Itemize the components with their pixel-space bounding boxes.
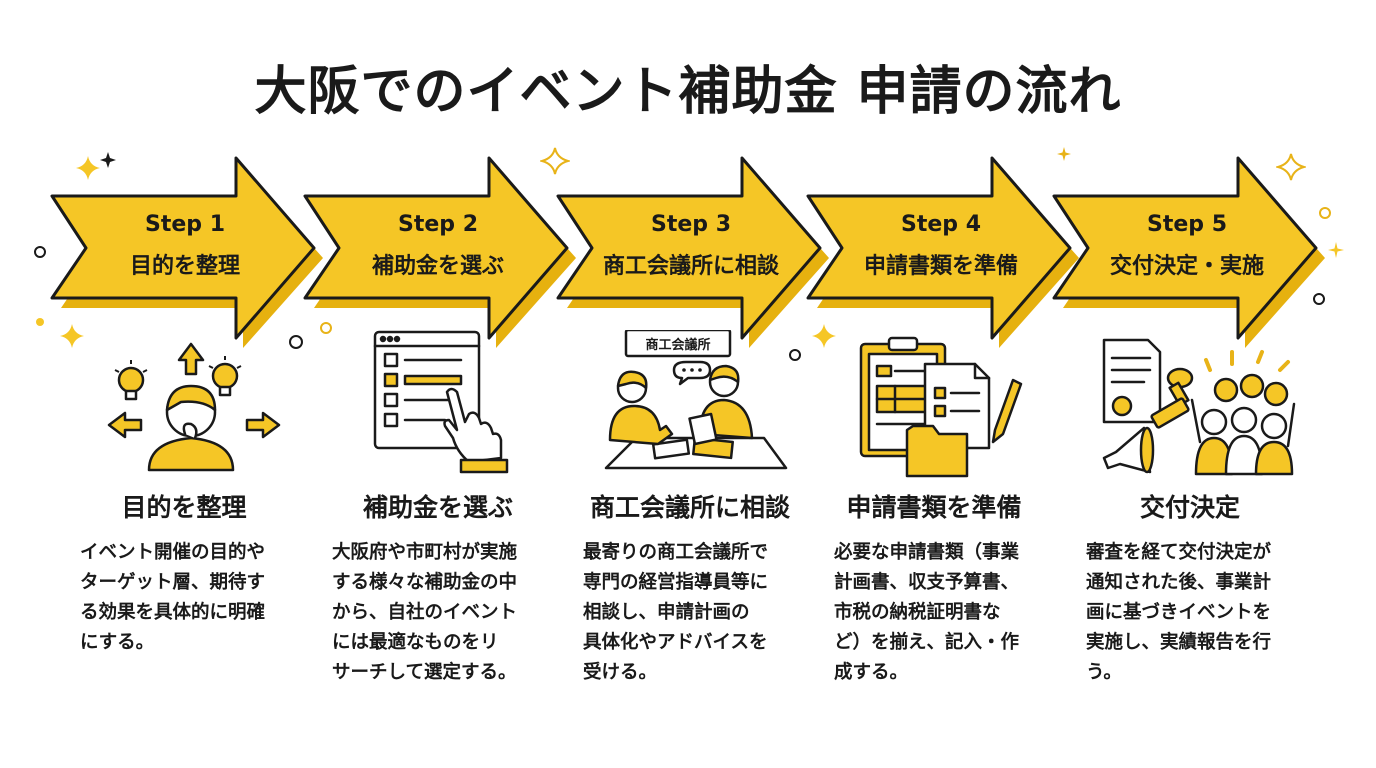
celebrating-people-icon (1102, 338, 1296, 476)
step-description-2: 大阪府や市町村が実施 する様々な補助金の中 から、自社のイベント には最適なもの… (332, 538, 562, 688)
step-heading-4: 申請書類を準備 (846, 493, 1022, 522)
illustration-step-4 (855, 330, 1055, 480)
desc-line: ターゲット層、期待す (80, 572, 266, 593)
step-name-1: 目的を整理 (129, 254, 240, 279)
arrow-shape-1 (50, 156, 323, 348)
sparkle-icon (60, 324, 84, 348)
step-description-1: イベント開催の目的や ターゲット層、期待す る効果を具体的に明確 にする。 (80, 538, 310, 658)
decorative-dot (789, 349, 801, 361)
illustration-step-1 (95, 330, 295, 480)
arrow-shape-2 (303, 156, 576, 348)
step-arrow-3: Step 3 商工会議所に相談 (556, 152, 836, 352)
decorative-dot (289, 335, 303, 349)
step-arrow-2: Step 2 補助金を選ぶ (303, 152, 583, 352)
illustration-step-5 (1098, 330, 1298, 480)
desc-line: する様々な補助金の中 (332, 572, 518, 593)
decorative-dot (1313, 293, 1325, 305)
step-description-5: 審査を経て交付決定が 通知された後、事業計 画に基づきイベントを 実施し、実績報… (1086, 538, 1316, 688)
desc-line: には最適なものをリ (332, 632, 499, 653)
illustration-step-3: 商工会議所 (596, 328, 796, 480)
desc-line: にする。 (80, 632, 155, 653)
sparkle-icon (76, 152, 116, 180)
sparkle-icon (540, 147, 570, 175)
step-heading-1: 目的を整理 (121, 493, 247, 522)
person-thinking-icon (107, 342, 281, 472)
desc-line: 大阪府や市町村が実施 (332, 542, 518, 563)
step-heading-3: 商工会議所に相談 (589, 493, 790, 522)
decorative-dot (1319, 207, 1331, 219)
step-heading-5: 交付決定 (1139, 493, 1240, 522)
desc-line: ど）を揃え、記入・作 (834, 632, 1020, 653)
chamber-sign: 商工会議所 (645, 337, 710, 353)
desc-line: 相談し、申請計画の (583, 602, 750, 623)
consultation-icon: 商工会議所 (604, 328, 788, 470)
desc-line: サーチして選定する。 (332, 662, 517, 683)
step-description-4: 必要な申請書類（事業 計画書、収支予算書、 市税の納税証明書な ど）を揃え、記入… (834, 538, 1064, 688)
documents-icon (859, 336, 1023, 478)
step-label-5: Step 5 (1147, 212, 1227, 237)
step-name-5: 交付決定・実施 (1109, 254, 1264, 279)
sparkle-icon (1057, 147, 1071, 161)
desc-line: 審査を経て交付決定が (1086, 542, 1272, 563)
step-name-4: 申請書類を準備 (863, 254, 1018, 279)
folder-icon (905, 424, 969, 478)
step-description-3: 最寄りの商工会議所で 専門の経営指導員等に 相談し、申請計画の 具体化やアドバイ… (583, 538, 813, 688)
desc-line: 画に基づきイベントを (1086, 602, 1272, 623)
desc-line: る効果を具体的に明確 (80, 602, 266, 623)
checklist-icon (373, 330, 509, 474)
desc-line: 必要な申請書類（事業 (834, 542, 1020, 563)
step-arrow-4: Step 4 申請書類を準備 (806, 152, 1086, 352)
step-label-3: Step 3 (651, 212, 731, 237)
desc-line: 最寄りの商工会議所で (583, 542, 769, 563)
step-label-4: Step 4 (901, 212, 981, 237)
stamp-icon (1150, 367, 1194, 429)
pointing-hand-icon (443, 387, 509, 474)
desc-line: 実施し、実績報告を行 (1086, 632, 1272, 653)
desc-line: 市税の納税証明書な (834, 602, 1001, 623)
desc-line: う。 (1086, 662, 1122, 683)
decorative-dot (320, 322, 332, 334)
sparkle-icon (1328, 242, 1344, 258)
megaphone-icon (1102, 426, 1155, 474)
step-arrow-1: Step 1 目的を整理 (50, 152, 330, 352)
step-arrow-5: Step 5 交付決定・実施 (1052, 152, 1332, 352)
desc-line: から、自社のイベント (332, 602, 518, 623)
sparkle-icon (812, 324, 836, 348)
desc-line: 受ける。 (583, 662, 658, 683)
step-label-2: Step 2 (398, 212, 478, 237)
speech-bubble-icon (672, 360, 712, 386)
decorative-dots (34, 246, 46, 326)
desc-line: 成する。 (834, 662, 909, 683)
desc-line: 具体化やアドバイスを (583, 632, 768, 653)
arrow-shape-3 (556, 156, 829, 348)
page-title: 大阪でのイベント補助金 申請の流れ (254, 62, 1122, 122)
desc-line: 通知された後、事業計 (1086, 572, 1272, 593)
illustration-step-2 (365, 330, 565, 480)
step-name-3: 商工会議所に相談 (602, 254, 779, 279)
desc-line: 計画書、収支予算書、 (834, 572, 1020, 593)
sparkle-icon (1276, 153, 1306, 181)
step-heading-2: 補助金を選ぶ (362, 493, 513, 522)
step-label-1: Step 1 (145, 212, 225, 237)
pen-icon (991, 378, 1023, 444)
arrow-shape-4 (806, 156, 1079, 348)
desc-line: イベント開催の目的や (80, 542, 266, 563)
desc-line: 専門の経営指導員等に (583, 572, 769, 593)
arrow-shape-5 (1052, 156, 1325, 348)
step-name-2: 補助金を選ぶ (371, 254, 504, 279)
